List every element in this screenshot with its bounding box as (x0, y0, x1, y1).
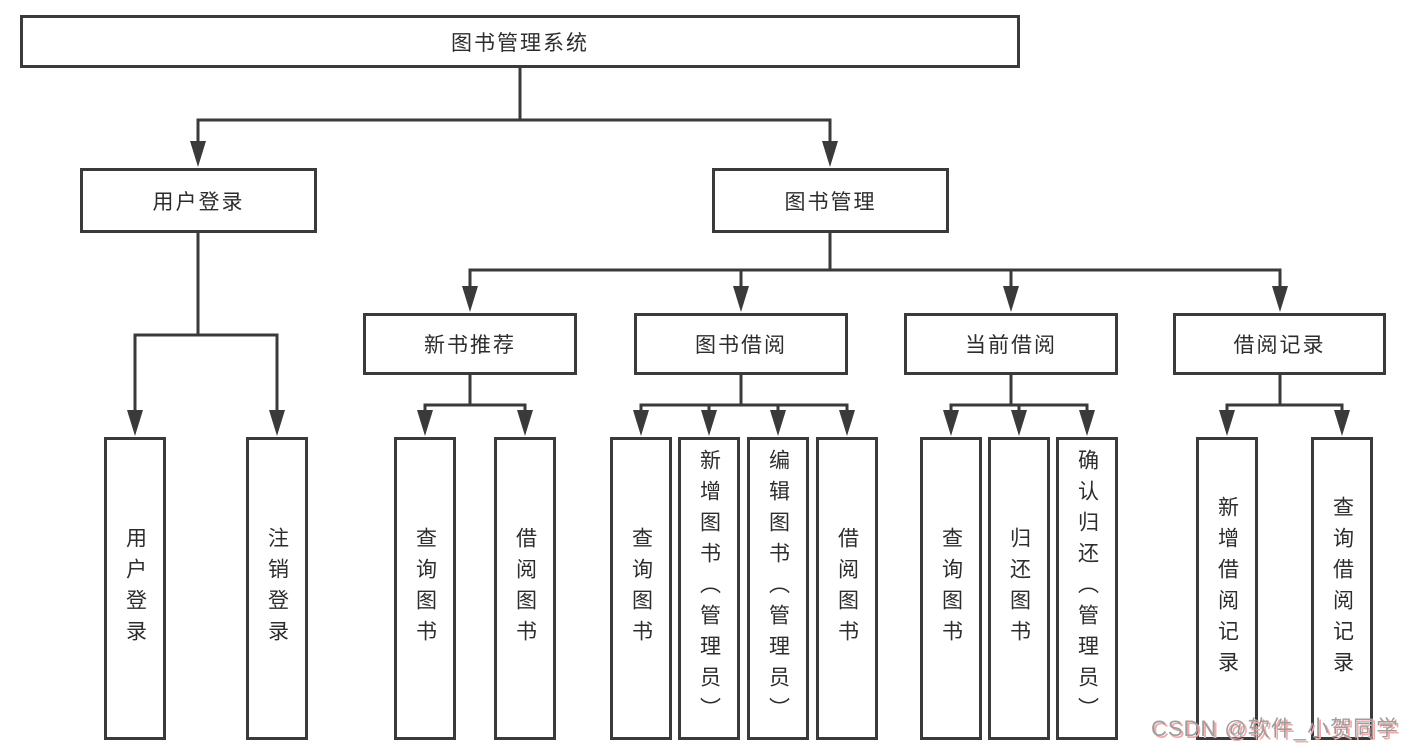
node-label: 借阅图书 (513, 526, 537, 651)
node-borrow-record: 借阅记录 (1173, 313, 1386, 375)
node-label: 注销登录 (265, 526, 289, 651)
node-new-book-recommend: 新书推荐 (363, 313, 577, 375)
node-label: 编辑图书（管理员） (766, 449, 790, 728)
leaf-add-borrow-record: 新增借阅记录 (1196, 437, 1258, 740)
node-label: 用户登录 (123, 526, 147, 651)
node-label: 查询图书 (939, 526, 963, 651)
leaf-query-book-1: 查询图书 (394, 437, 456, 740)
node-library-management-system: 图书管理系统 (20, 15, 1020, 68)
node-label: 图书借阅 (695, 334, 787, 357)
leaf-logout: 注销登录 (246, 437, 308, 740)
node-label: 查询图书 (413, 526, 437, 651)
leaf-add-book-admin: 新增图书（管理员） (678, 437, 740, 740)
csdn-watermark: CSDN @软件_小贺同学 (1150, 716, 1399, 741)
node-label: 确认归还（管理员） (1075, 449, 1099, 728)
node-label: 图书管理系统 (451, 31, 589, 55)
node-label: 新增图书（管理员） (697, 449, 721, 728)
leaf-edit-book-admin: 编辑图书（管理员） (747, 437, 809, 740)
leaf-borrow-book-2: 借阅图书 (816, 437, 878, 740)
leaf-user-login: 用户登录 (104, 437, 166, 740)
node-book-borrow: 图书借阅 (634, 313, 848, 375)
leaf-return-book: 归还图书 (988, 437, 1050, 740)
leaf-borrow-book-1: 借阅图书 (494, 437, 556, 740)
node-book-management: 图书管理 (712, 168, 949, 233)
leaf-query-borrow-record: 查询借阅记录 (1311, 437, 1373, 740)
leaf-confirm-return-admin: 确认归还（管理员） (1056, 437, 1118, 740)
node-label: 新增借阅记录 (1215, 495, 1239, 682)
node-label: 用户登录 (152, 190, 245, 214)
node-label: 借阅记录 (1233, 334, 1326, 357)
node-label: 新书推荐 (424, 334, 516, 357)
node-label: 查询图书 (629, 526, 653, 651)
node-current-borrow: 当前借阅 (904, 313, 1118, 375)
node-label: 查询借阅记录 (1330, 495, 1354, 682)
node-label: 当前借阅 (965, 334, 1057, 357)
node-label: 归还图书 (1007, 526, 1031, 651)
leaf-query-book-2: 查询图书 (610, 437, 672, 740)
node-user-login: 用户登录 (80, 168, 317, 233)
leaf-query-book-3: 查询图书 (920, 437, 982, 740)
node-label: 图书管理 (784, 190, 877, 214)
node-label: 借阅图书 (835, 526, 859, 651)
